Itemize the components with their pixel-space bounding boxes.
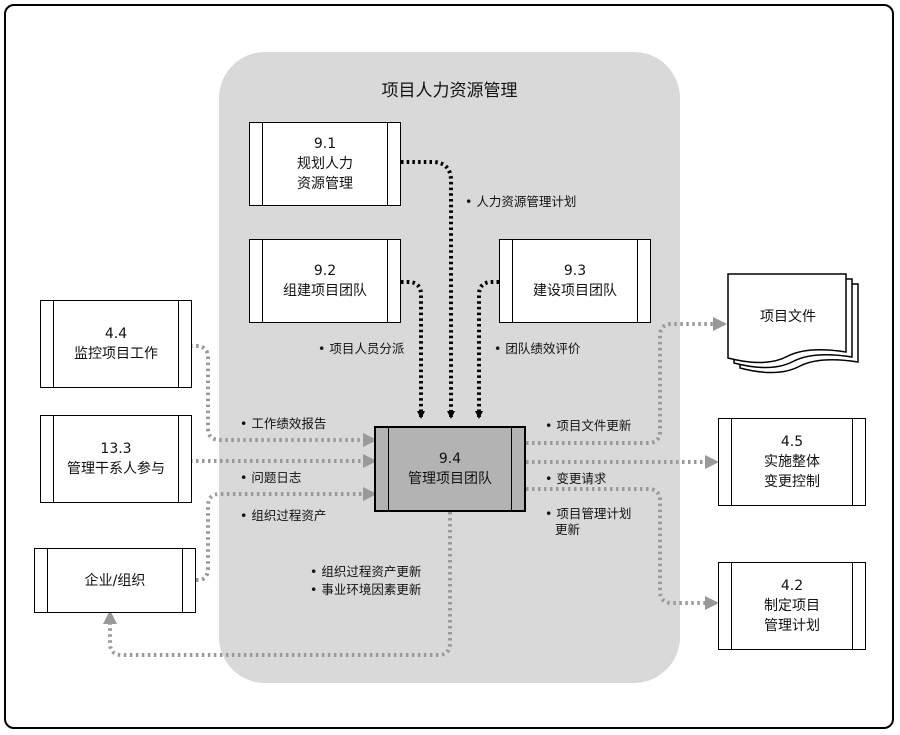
process-4-5-id: 4.5 bbox=[780, 434, 804, 450]
process-4-2-name-line2: 管理计划 bbox=[764, 618, 820, 634]
process-9-2[interactable]: 9.2 组建项目团队 bbox=[249, 239, 401, 323]
enterprise-organization-name: 企业/组织 bbox=[84, 572, 146, 589]
process-9-1-id: 9.1 bbox=[313, 136, 337, 152]
process-9-2-id: 9.2 bbox=[313, 263, 337, 279]
label-team-perf: • 团队绩效评价 bbox=[494, 341, 581, 356]
process-4-2[interactable]: 4.2 制定项目 管理计划 bbox=[718, 562, 866, 650]
process-9-4-name: 管理项目团队 bbox=[408, 471, 492, 487]
label-change-req: • 变更请求 bbox=[545, 471, 607, 486]
process-4-2-id: 4.2 bbox=[780, 578, 804, 594]
process-9-2-name: 组建项目团队 bbox=[283, 283, 367, 299]
process-9-3[interactable]: 9.3 建设项目团队 bbox=[499, 239, 651, 323]
process-13-3-id: 13.3 bbox=[100, 441, 132, 457]
label-pmp-update-1: • 项目管理计划 bbox=[545, 506, 632, 521]
process-13-3[interactable]: 13.3 管理干系人参与 bbox=[40, 415, 192, 503]
process-9-1-name-line2: 资源管理 bbox=[297, 176, 353, 192]
flow-opa bbox=[196, 487, 377, 582]
flow-team-perf bbox=[475, 280, 499, 419]
label-work-perf: • 工作绩效报告 bbox=[240, 416, 327, 431]
flow-hr-plan bbox=[401, 160, 455, 419]
process-13-3-name: 管理干系人参与 bbox=[67, 461, 165, 477]
flow-staff-assign bbox=[401, 280, 425, 419]
label-eef-update: • 事业环境因素更新 bbox=[310, 582, 422, 597]
flow-doc-update bbox=[526, 317, 727, 445]
enterprise-organization[interactable]: 企业/组织 bbox=[34, 548, 196, 613]
process-9-4[interactable]: 9.4 管理项目团队 bbox=[374, 426, 526, 512]
process-4-5-name-line1: 实施整体 bbox=[764, 454, 820, 470]
label-hr-plan: • 人力资源管理计划 bbox=[465, 194, 577, 209]
process-9-3-id: 9.3 bbox=[563, 263, 587, 279]
process-4-4-id: 4.4 bbox=[104, 326, 128, 342]
process-4-4[interactable]: 4.4 监控项目工作 bbox=[40, 300, 192, 388]
flow-work-perf bbox=[190, 344, 377, 447]
label-staff-assign: • 项目人员分派 bbox=[318, 341, 405, 356]
label-opa: • 组织过程资产 bbox=[240, 508, 327, 523]
label-pmp-update-2: 更新 bbox=[555, 522, 581, 537]
flow-pmp-update bbox=[526, 487, 719, 610]
process-9-3-name: 建设项目团队 bbox=[533, 283, 617, 299]
process-9-1[interactable]: 9.1 规划人力 资源管理 bbox=[249, 122, 401, 206]
process-4-5[interactable]: 4.5 实施整体 变更控制 bbox=[718, 418, 866, 506]
diagram-frame bbox=[4, 4, 894, 729]
process-4-2-name-line1: 制定项目 bbox=[764, 598, 820, 614]
process-4-4-name: 监控项目工作 bbox=[74, 346, 158, 362]
label-opa-update: • 组织过程资产更新 bbox=[310, 564, 422, 579]
label-doc-update: • 项目文件更新 bbox=[545, 418, 632, 433]
flow-opa-eef-update bbox=[103, 512, 452, 657]
project-documents-icon bbox=[727, 273, 859, 374]
process-9-1-name-line1: 规划人力 bbox=[297, 156, 353, 172]
process-9-4-id: 9.4 bbox=[438, 451, 462, 467]
label-issue-log: • 问题日志 bbox=[240, 470, 302, 485]
process-4-5-name-line2: 变更控制 bbox=[764, 474, 820, 490]
region-title: 项目人力资源管理 bbox=[381, 81, 518, 101]
project-documents-label: 项目文件 bbox=[760, 309, 816, 325]
